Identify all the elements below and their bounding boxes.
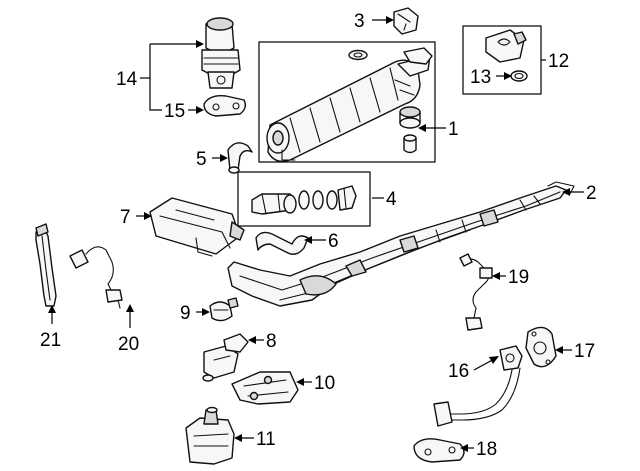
leader-3 [372, 16, 394, 24]
leader-6 [304, 236, 326, 244]
callout-1: 1 [448, 119, 459, 140]
callout-13: 13 [470, 67, 491, 88]
egr-gasket [203, 94, 247, 117]
canister-group-box [258, 41, 436, 163]
filter-kit [251, 185, 357, 215]
callout-14: 14 [116, 69, 138, 90]
callout-5: 5 [196, 149, 207, 170]
callout-8: 8 [266, 331, 277, 352]
callout-3: 3 [354, 11, 365, 32]
engine-mount [185, 406, 235, 465]
leader-8 [248, 336, 264, 344]
leader-21 [48, 305, 56, 324]
callout-11: 11 [256, 429, 276, 450]
evap-canister [266, 55, 431, 163]
callout-2: 2 [586, 183, 597, 204]
leader-15 [188, 106, 204, 114]
callout-19: 19 [508, 267, 529, 288]
hose-clamp [209, 297, 239, 322]
leader-5 [212, 154, 228, 162]
fuel-pipe-assembly [227, 181, 575, 307]
leader-18 [460, 444, 474, 452]
leader-20 [126, 304, 134, 328]
canister-plug [403, 134, 417, 154]
leader-16 [473, 356, 499, 371]
callout-17: 17 [574, 341, 595, 362]
leader-14 [140, 40, 204, 111]
callout-16: 16 [448, 361, 469, 382]
purge-connector [393, 7, 419, 35]
leader-11 [234, 434, 254, 442]
callout-21: 21 [40, 330, 61, 351]
leader-2 [562, 188, 584, 196]
vent-hose-large [255, 231, 309, 255]
callout-6: 6 [328, 231, 339, 252]
callout-4: 4 [386, 189, 397, 210]
vent-filter-housing [149, 197, 245, 257]
flange-gasket [525, 326, 557, 368]
oxygen-sensor-front [69, 246, 123, 309]
leader-10 [296, 378, 312, 386]
sensor-o-ring [510, 70, 528, 82]
leader-9 [196, 308, 210, 316]
leader-19 [492, 272, 506, 280]
mount-bracket [231, 371, 299, 405]
vent-hose-small [227, 142, 253, 174]
leader-13 [496, 72, 512, 80]
egr-pipe [433, 345, 523, 427]
leader-1 [418, 124, 446, 132]
leader-7 [136, 212, 152, 220]
pipe-gasket [413, 438, 465, 463]
leader-17 [555, 346, 572, 354]
canister-bracket [403, 47, 433, 65]
callout-15: 15 [164, 101, 185, 122]
callout-10: 10 [314, 373, 335, 394]
callout-20: 20 [118, 334, 139, 355]
heat-shield-bracket [35, 223, 57, 307]
callout-9: 9 [180, 303, 191, 324]
fuel-tank-sensor [485, 29, 527, 63]
canister-seal-ring [348, 49, 368, 61]
egr-valve [201, 17, 241, 89]
purge-solenoid [202, 333, 249, 382]
callout-18: 18 [476, 439, 497, 460]
callout-12: 12 [548, 51, 569, 72]
filter-kit-box [237, 171, 371, 227]
oxygen-sensor-rear [459, 253, 493, 331]
callout-7: 7 [120, 207, 131, 228]
canister-grommet [399, 106, 421, 129]
